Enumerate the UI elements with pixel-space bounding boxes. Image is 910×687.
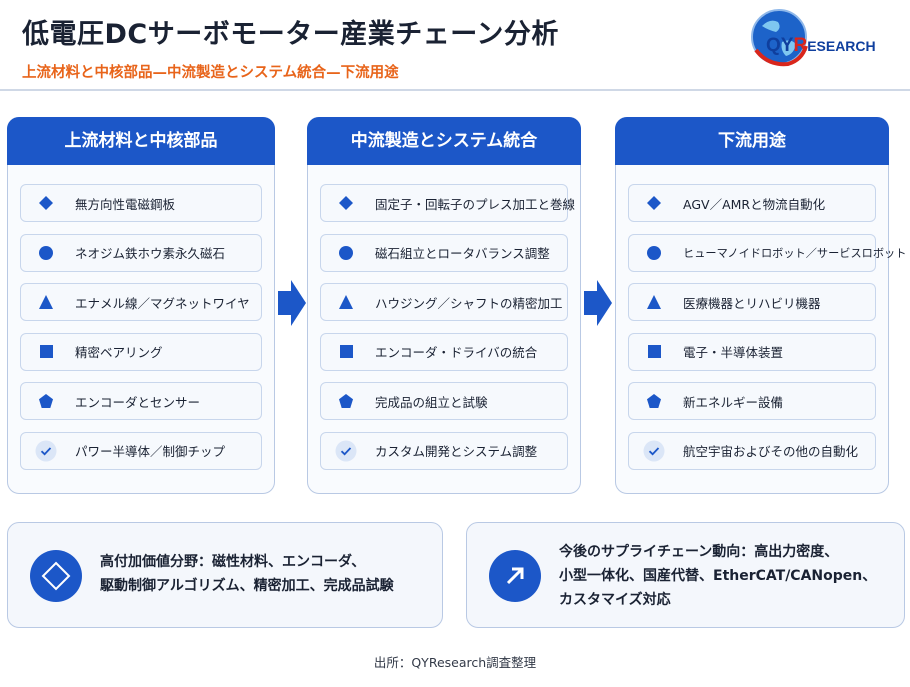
item-label: ヒューマノイドロボット／サービスロボット (683, 246, 907, 260)
qyresearch-logo: QYRESEARCH (740, 6, 900, 76)
item-label: ネオジム鉄ホウ素永久磁石 (75, 246, 226, 261)
logo-r: R (793, 35, 808, 56)
list-item: 医療機器とリハビリ機器 (628, 283, 876, 321)
arrow-up-right-icon (489, 550, 541, 602)
list-item: 航空宇宙およびその他の自動化 (628, 431, 876, 470)
column-title: 上流材料と中核部品 (7, 117, 275, 165)
list-item: 電子・半導体装置 (628, 332, 876, 371)
logo-qy: QY (766, 35, 794, 56)
trend-box: 今後のサプライチェーン動向：高出力密度、 小型一体化、国産代替、EtherCAT… (466, 522, 905, 628)
circle-icon (643, 242, 665, 264)
box-line: 小型一体化、国産代替、EtherCAT/CANopen、 (559, 568, 877, 584)
check-icon (643, 440, 665, 462)
high-value-text: 高付加価値分野：磁性材料、エンコーダ、 駆動制御アルゴリズム、精密加工、完成品試… (100, 550, 394, 598)
item-label: 医療機器とリハビリ機器 (683, 295, 821, 311)
flow-arrow-icon (584, 280, 612, 326)
item-label: 完成品の組立と試験 (375, 394, 488, 410)
item-label: 航空宇宙およびその他の自動化 (683, 444, 859, 459)
box-line: 今後のサプライチェーン動向：高出力密度、 (559, 544, 839, 560)
list-item: AGV／AMRと物流自動化 (628, 184, 876, 222)
item-label: 精密ベアリング (75, 345, 163, 360)
trend-text: 今後のサプライチェーン動向：高出力密度、 小型一体化、国産代替、EtherCAT… (559, 540, 876, 612)
item-label: エンコーダ・ドライバの統合 (375, 345, 538, 360)
flow-arrow-icon (278, 280, 306, 326)
item-label: パワー半導体／制御チップ (75, 444, 226, 459)
pentagon-icon (643, 390, 665, 412)
pentagon-icon (35, 390, 57, 412)
item-label: カスタム開発とシステム調整 (375, 444, 538, 459)
page-title: 低電圧DCサーボモーター産業チェーン分析 (22, 19, 559, 50)
circle-icon (35, 242, 57, 264)
list-item: ハウジング／シャフトの精密加工 (320, 283, 568, 321)
item-label: ハウジング／シャフトの精密加工 (375, 295, 563, 311)
column-items: 無方向性電磁鋼板 ネオジム鉄ホウ素永久磁石 エナメル線／マグネットワイヤ 精密ベ… (20, 184, 262, 481)
header-divider (0, 89, 910, 91)
item-label: 磁石組立とロータバランス調整 (375, 246, 550, 261)
triangle-icon (35, 291, 57, 313)
diamond-icon (35, 192, 57, 214)
box-line: カスタマイズ対応 (559, 592, 671, 608)
item-label: エナメル線／マグネットワイヤ (75, 295, 250, 311)
high-value-box: 高付加価値分野：磁性材料、エンコーダ、 駆動制御アルゴリズム、精密加工、完成品試… (7, 522, 443, 628)
circle-icon (335, 242, 357, 264)
item-label: エンコーダとセンサー (75, 394, 201, 410)
item-label: 固定子・回転子のプレス加工と巻線 (375, 196, 576, 212)
list-item: ヒューマノイドロボット／サービスロボット (628, 233, 906, 272)
item-label: AGV／AMRと物流自動化 (683, 196, 826, 212)
list-item: エンコーダとセンサー (20, 382, 262, 420)
list-item: エンコーダ・ドライバの統合 (320, 332, 568, 371)
triangle-icon (335, 291, 357, 313)
check-icon (335, 440, 357, 462)
column-downstream: 下流用途 AGV／AMRと物流自動化 ヒューマノイドロボット／サービスロボット … (615, 117, 906, 494)
column-title: 下流用途 (615, 117, 889, 165)
diamond-outline-icon (30, 550, 82, 602)
diamond-icon (643, 192, 665, 214)
box-line: 高付加価値分野：磁性材料、エンコーダ、 (100, 554, 366, 570)
page-subtitle: 上流材料と中核部品—中流製造とシステム統合—下流用途 (22, 65, 399, 81)
list-item: 磁石組立とロータバランス調整 (320, 233, 568, 272)
column-items: AGV／AMRと物流自動化 ヒューマノイドロボット／サービスロボット 医療機器と… (628, 184, 906, 481)
box-line: 駆動制御アルゴリズム、精密加工、完成品試験 (100, 578, 394, 594)
list-item: カスタム開発とシステム調整 (320, 431, 568, 470)
logo-rest: ESEARCH (807, 38, 876, 54)
square-icon (35, 341, 57, 363)
list-item: 精密ベアリング (20, 332, 262, 371)
list-item: 固定子・回転子のプレス加工と巻線 (320, 184, 575, 222)
source-note: 出所：QYResearch調査整理 (373, 655, 537, 670)
pentagon-icon (335, 390, 357, 412)
list-item: 新エネルギー設備 (628, 382, 876, 420)
check-icon (35, 440, 57, 462)
column-items: 固定子・回転子のプレス加工と巻線 磁石組立とロータバランス調整 ハウジング／シャ… (320, 184, 575, 481)
list-item: パワー半導体／制御チップ (20, 431, 262, 470)
list-item: 完成品の組立と試験 (320, 382, 568, 420)
globe-icon (751, 9, 808, 67)
list-item: ネオジム鉄ホウ素永久磁石 (20, 233, 262, 272)
square-icon (643, 341, 665, 363)
header: 低電圧DCサーボモーター産業チェーン分析 上流材料と中核部品—中流製造とシステム… (0, 0, 910, 91)
column-upstream: 上流材料と中核部品 無方向性電磁鋼板 ネオジム鉄ホウ素永久磁石 エナメル線／マグ… (7, 117, 275, 494)
list-item: エナメル線／マグネットワイヤ (20, 283, 262, 321)
item-label: 新エネルギー設備 (683, 394, 784, 410)
square-icon (335, 341, 357, 363)
item-label: 電子・半導体装置 (683, 345, 784, 360)
triangle-icon (643, 291, 665, 313)
column-midstream: 中流製造とシステム統合 固定子・回転子のプレス加工と巻線 磁石組立とロータバラン… (307, 117, 581, 494)
column-title: 中流製造とシステム統合 (307, 117, 581, 165)
item-label: 無方向性電磁鋼板 (75, 196, 176, 212)
list-item: 無方向性電磁鋼板 (20, 184, 262, 222)
diamond-icon (335, 192, 357, 214)
